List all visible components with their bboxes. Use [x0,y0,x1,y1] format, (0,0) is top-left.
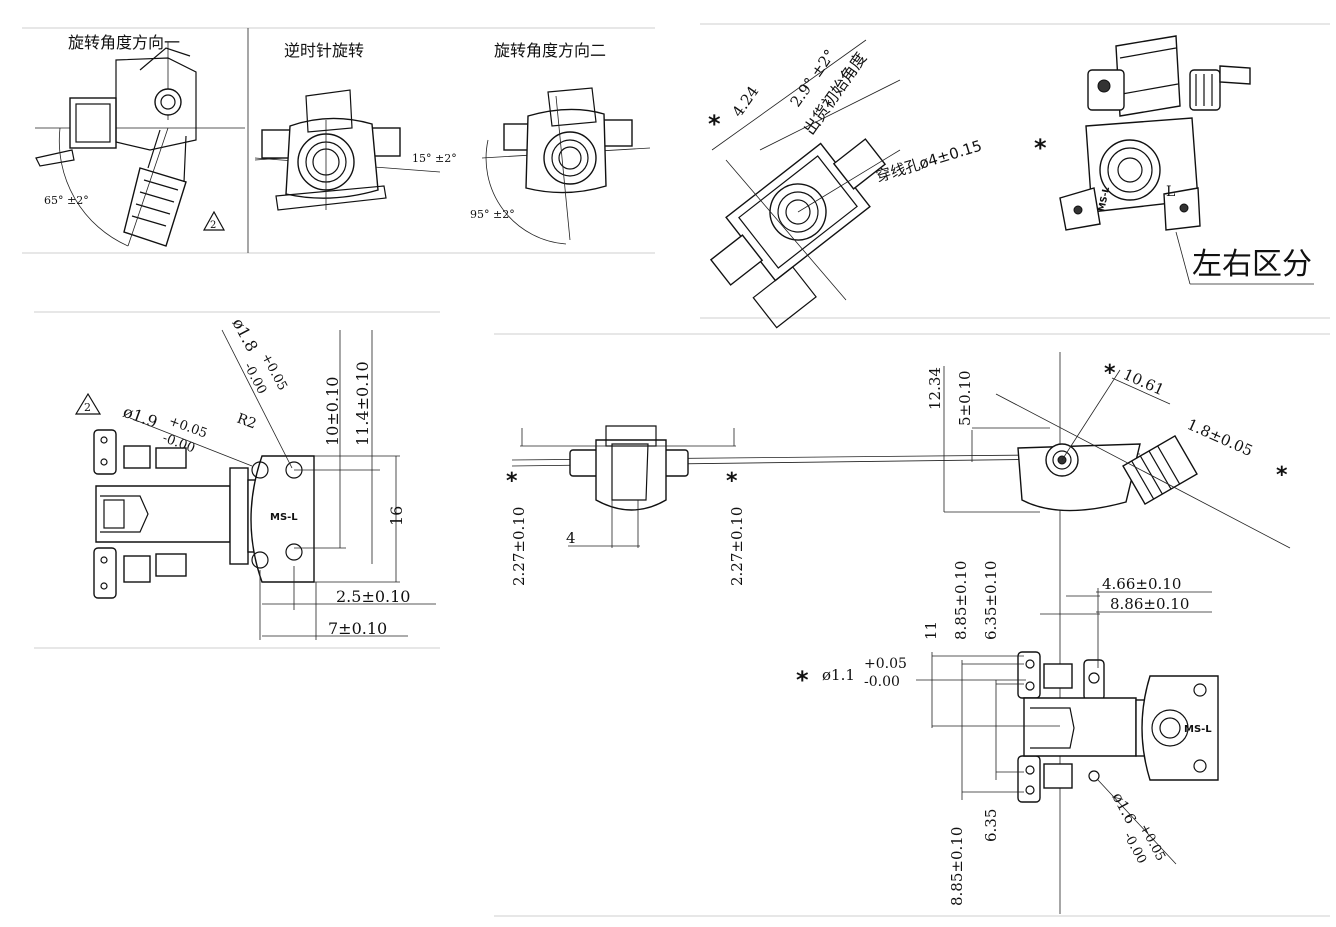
dim-6-35-bottom: 6.35 [982,809,1000,842]
dia-1-8: ø1.8 [228,315,261,355]
dim-12-34: 12.34 [926,367,944,410]
dim-10: 10±0.10 [323,377,342,446]
dim-5: 5±0.10 [956,370,974,426]
dim-10-61: 10.61 [1120,365,1167,399]
asterisk-b1: * [708,110,721,138]
dia-1-1-tol-minus: -0.00 [864,674,900,690]
dim-11: 11 [922,621,940,640]
panel-main-dimensions: 4 * 2.27±0.10 * 2.27±0.10 12.34 5±0.10 [494,333,1330,917]
angle-15-label: 15° ±2° [412,152,457,165]
dim-4-66: 4.66±0.10 [1102,575,1181,593]
rotated-hinge [709,138,887,329]
view-counterclockwise: 逆时针旋转 15° ±2° [254,41,457,211]
view-rotation-direction-1: 旋转角度方向一 65° ±2° 2 [35,33,245,247]
view1-title: 旋转角度方向一 [68,33,180,52]
side-view-small: 4 * 2.27±0.10 * 2.27±0.10 [506,425,746,586]
top-right-view: 12.34 5±0.10 * 10.61 1.8±0.05 * [926,361,1291,549]
asterisk-d4: * [1276,463,1288,488]
revision-mark-c: 2 [84,401,91,414]
dia-1-6: ø1.6 [1108,789,1139,826]
dia-1-1: ø1.1 [822,666,855,684]
angle-65-label: 65° ±2° [44,194,89,207]
bottom-right-view: MS-L [1017,651,1219,803]
asterisk-d1: * [506,469,518,494]
asterisk-d5: * [796,666,809,694]
dim-8-86: 8.86±0.10 [1110,595,1189,613]
dim-4-24: 4.24 [729,83,763,121]
dim-2-27-left: 2.27±0.10 [510,507,528,586]
radius-r2: R2 [235,411,259,433]
dim-7: 7±0.10 [328,619,387,638]
part-mark-d: MS-L [1184,724,1212,735]
part-mark-c: MS-L [270,512,298,523]
angle-95-label: 95° ±2° [470,208,515,221]
asterisk-d3: * [1104,361,1116,386]
dim-8-85-bottom: 8.85±0.10 [948,827,966,906]
view2-title: 逆时针旋转 [284,41,364,60]
left-right-label: 左右区分 [1192,247,1312,282]
panel-top-dimensions: MS-L 2 ø1.9 +0.05 -0.00 R2 ø1.8 +0.05 -0… [34,311,440,649]
wire-hole-dim: 穿线孔ø4±0.15 [874,137,984,186]
side-mark-l: L [1166,184,1175,200]
dim-2-27-right: 2.27±0.10 [728,507,746,586]
view-rotation-direction-2: 旋转角度方向二 95° ±2° [470,41,651,245]
panel-rotation-views: 旋转角度方向一 65° ±2° 2 逆时针旋转 [22,27,655,254]
dim-11-4: 11.4±0.10 [353,361,372,446]
dim-2-5: 2.5±0.10 [336,587,410,606]
asterisk-b2: * [1034,134,1047,162]
dim-4: 4 [566,529,576,547]
view3-title: 旋转角度方向二 [494,41,606,60]
dim-8-85-top: 8.85±0.10 [952,561,970,640]
dim-1-8: 1.8±0.05 [1184,415,1255,460]
revision-mark-a: 2 [210,220,216,231]
isometric-hinge: MS-L L [1059,35,1251,231]
dim-16: 16 [387,506,406,526]
panel-initial-angle: * 4.24 2.9° ±2° 出货初始角度 穿线孔ø4±0.15 * MS-L… [700,23,1330,329]
dia-1-1-tol-plus: +0.05 [864,656,907,672]
asterisk-d2: * [726,469,738,494]
dim-6-35-top: 6.35±0.10 [982,561,1000,640]
